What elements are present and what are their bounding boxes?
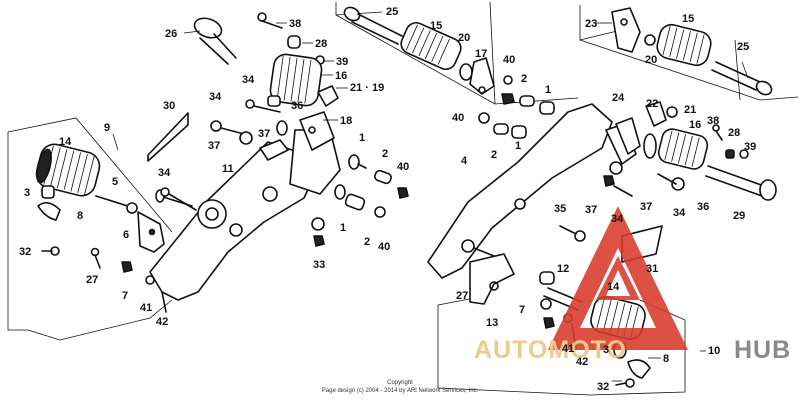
callout-35: 35 bbox=[554, 203, 566, 215]
callout-3: 3 bbox=[24, 187, 30, 199]
callout-1: 1 bbox=[515, 140, 521, 152]
callout-41: 41 bbox=[562, 343, 574, 355]
callout-34: 34 bbox=[611, 213, 624, 225]
callout-2: 2 bbox=[364, 236, 370, 248]
callout-24: 24 bbox=[612, 92, 625, 104]
callout-34: 34 bbox=[673, 207, 686, 219]
callout-29: 29 bbox=[733, 210, 745, 222]
callout-16: 16 bbox=[335, 70, 347, 82]
callout-36: 36 bbox=[697, 201, 709, 213]
callout-2: 2 bbox=[521, 73, 527, 85]
callout-4: 4 bbox=[461, 155, 468, 167]
top-center-footpeg bbox=[343, 6, 495, 95]
callout-2: 2 bbox=[491, 149, 497, 161]
callout-34: 34 bbox=[209, 91, 222, 103]
callout-39: 39 bbox=[744, 141, 756, 153]
callout-34: 34 bbox=[242, 74, 255, 86]
left-rear-pivot bbox=[193, 12, 325, 65]
callout-3: 3 bbox=[603, 344, 609, 356]
callout-26: 26 bbox=[165, 28, 177, 40]
callout-30: 30 bbox=[163, 100, 175, 112]
callout-42: 42 bbox=[156, 316, 168, 328]
top-right-footpeg bbox=[611, 7, 773, 96]
callout-16: 16 bbox=[689, 119, 701, 131]
copyright-line-2: Page design (c) 2004 - 2014 by ARI Netwo… bbox=[322, 388, 479, 394]
callout-8: 8 bbox=[663, 353, 669, 365]
callout-9: 9 bbox=[104, 122, 110, 134]
watermark-text-right: HUB bbox=[734, 336, 791, 364]
callout-12: 12 bbox=[557, 263, 569, 275]
watermark-logo: AUTOMOTO HUB bbox=[474, 206, 791, 364]
copyright-line-1: Copyright bbox=[387, 380, 413, 386]
callout-33: 33 bbox=[313, 259, 325, 271]
callout-1: 1 bbox=[340, 222, 346, 234]
callout-38: 38 bbox=[289, 18, 301, 30]
callout-2: 2 bbox=[382, 148, 388, 160]
callout-40: 40 bbox=[378, 241, 390, 253]
callout-31: 31 bbox=[646, 263, 658, 275]
callout-7: 7 bbox=[122, 290, 128, 302]
center-bolt-set bbox=[334, 154, 409, 218]
callout-40: 40 bbox=[397, 161, 409, 173]
callout-11: 11 bbox=[222, 163, 234, 175]
callout-36: 36 bbox=[291, 100, 303, 112]
callout-18: 18 bbox=[340, 115, 352, 127]
callout-22: 22 bbox=[646, 98, 658, 110]
callout-42: 42 bbox=[576, 356, 588, 368]
callout-40: 40 bbox=[503, 54, 515, 66]
callout-20: 20 bbox=[645, 54, 657, 66]
callout-27: 27 bbox=[456, 290, 468, 302]
callout-14: 14 bbox=[607, 281, 620, 293]
callout-41: 41 bbox=[140, 302, 152, 314]
callout-37: 37 bbox=[585, 204, 597, 216]
copyright-notice: Copyright Page design (c) 2004 - 2014 by… bbox=[322, 380, 479, 394]
left-rear-bolts bbox=[147, 95, 335, 247]
watermark-triangle bbox=[548, 206, 688, 350]
callout-1: 1 bbox=[359, 132, 365, 144]
callout-6: 6 bbox=[123, 229, 129, 241]
callout-25: 25 bbox=[386, 6, 398, 18]
callout-7: 7 bbox=[519, 304, 525, 316]
callout-labels: 38 26 28 39 16 21 · 19 34 36 37 18 30 34… bbox=[19, 6, 756, 393]
callout-40: 40 bbox=[452, 112, 464, 124]
callout-14: 14 bbox=[59, 136, 72, 148]
callout-34: 34 bbox=[158, 167, 171, 179]
callout-21: 21 bbox=[684, 104, 696, 116]
callout-37: 37 bbox=[258, 128, 270, 140]
callout-32: 32 bbox=[19, 246, 31, 258]
callout-13: 13 bbox=[486, 317, 498, 329]
callout-25: 25 bbox=[737, 41, 749, 53]
callout-20: 20 bbox=[458, 32, 470, 44]
left-footpeg-rubber bbox=[35, 143, 101, 197]
leader-lines bbox=[112, 22, 749, 382]
callout-28: 28 bbox=[315, 38, 327, 50]
callout-37: 37 bbox=[640, 201, 652, 213]
callout-39: 39 bbox=[336, 56, 348, 68]
callout-17: 17 bbox=[475, 48, 487, 60]
left-rear-footpeg-rubber bbox=[269, 53, 339, 107]
callout-37: 37 bbox=[208, 140, 220, 152]
callout-23: 23 bbox=[585, 18, 597, 30]
callout-15: 15 bbox=[430, 20, 442, 32]
callout-28: 28 bbox=[728, 127, 740, 139]
callout-5: 5 bbox=[112, 176, 118, 188]
frame-lines bbox=[7, 1, 799, 396]
watermark-text-left: AUTOMOTO bbox=[474, 336, 627, 364]
callout-38: 38 bbox=[707, 115, 719, 127]
callout-21-19: 21 · 19 bbox=[350, 82, 384, 94]
top-center-bolts bbox=[478, 75, 555, 139]
callout-1: 1 bbox=[545, 84, 551, 96]
left-step-bracket bbox=[149, 129, 341, 301]
watermark-triangle-inner bbox=[596, 256, 640, 300]
callout-8: 8 bbox=[77, 210, 83, 222]
callout-32: 32 bbox=[597, 381, 609, 393]
callout-27: 27 bbox=[86, 274, 98, 286]
callout-10: 10 bbox=[708, 345, 720, 357]
callout-15: 15 bbox=[682, 13, 694, 25]
